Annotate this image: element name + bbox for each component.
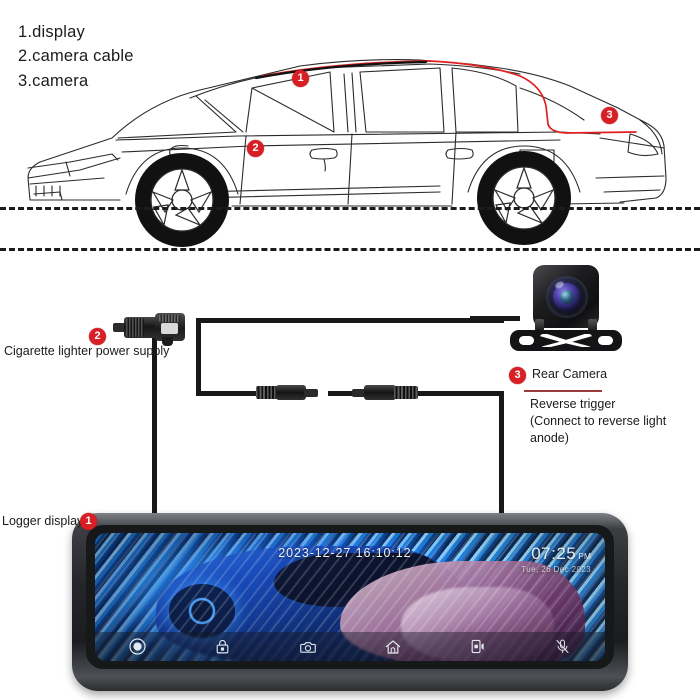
video-car-wheel (168, 584, 236, 638)
rear-camera-label: Rear Camera (532, 367, 608, 381)
osd-clock-date: Tue, 26 Dec 2023 (521, 565, 591, 574)
rear-wheel (477, 151, 571, 245)
screen-switch-icon (471, 639, 484, 654)
mirror-toolbar (95, 632, 605, 661)
osd-timestamp: 2023-12-27 16:10:12 (278, 546, 412, 560)
power-supply-label: Cigarette lighter power supply (4, 344, 170, 358)
cigarette-lighter-plug-icon (113, 312, 185, 346)
record-icon (129, 638, 146, 655)
reverse-trigger-vertical (499, 396, 504, 523)
harness-top (196, 318, 504, 323)
lock-icon (216, 639, 229, 654)
camera-feed-wire (470, 316, 520, 321)
power-supply-badge: 2 (89, 328, 106, 345)
camera-switch-button[interactable] (465, 636, 491, 658)
reverse-trigger-line1: Reverse trigger (530, 397, 616, 411)
car-marker-3: 3 (601, 107, 618, 124)
harness-left-vertical (196, 318, 201, 396)
mute-button[interactable] (550, 636, 576, 658)
legend-item-display: 1.display (18, 23, 85, 41)
snapshot-button[interactable] (295, 636, 321, 658)
legend-item-camera: 3.camera (18, 71, 89, 90)
car-illustration: 1 2 3 (0, 28, 700, 250)
reverse-trigger-rule (524, 390, 602, 392)
reverse-trigger-text: Reverse trigger (Connect to reverse ligh… (530, 396, 700, 447)
logger-display-label: Logger display (2, 514, 84, 528)
car-marker-1: 1 (292, 70, 309, 87)
car-line-drawing (27, 59, 667, 247)
rear-camera-badge: 3 (509, 367, 526, 384)
home-button[interactable] (380, 636, 406, 658)
road-line-upper (0, 207, 700, 210)
rear-camera-icon (510, 265, 622, 362)
camera-cable-route (261, 60, 637, 134)
harness-to-connector-left (196, 391, 268, 396)
legend: 1.display 2.camera cable 3.camera (18, 20, 134, 93)
reverse-trigger-line2: (Connect to reverse light anode) (530, 413, 667, 445)
camera-icon (299, 641, 316, 653)
front-wheel (135, 153, 229, 247)
record-button[interactable] (125, 636, 151, 658)
home-icon (385, 639, 400, 654)
lock-button[interactable] (210, 636, 236, 658)
power-cable-vertical (152, 337, 157, 523)
cable-connector-male (256, 385, 318, 401)
legend-item-camera-cable: 2.camera cable (18, 47, 134, 66)
logger-display-badge: 1 (80, 513, 97, 530)
osd-clock-time: 07:25 (531, 544, 577, 563)
osd-clock-ampm: PM (578, 551, 591, 561)
mic-muted-icon (556, 639, 569, 654)
cable-connector-female (352, 385, 418, 401)
car-marker-2: 2 (247, 140, 264, 157)
road-line-lower (0, 248, 700, 251)
